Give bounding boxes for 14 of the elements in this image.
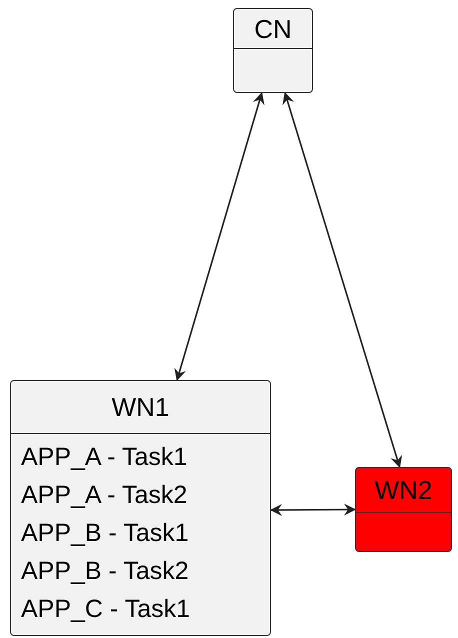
- class-name: CN: [254, 16, 292, 42]
- class-member: APP_B - Task1: [21, 518, 190, 549]
- class-member: APP_A - Task2: [21, 480, 188, 511]
- class-member: APP_A - Task1: [21, 442, 188, 473]
- double-arrow: [270, 504, 356, 516]
- class-name: WN1: [112, 394, 170, 420]
- class-box: [355, 467, 452, 552]
- double-arrow: [174, 92, 264, 381]
- double-arrow: [282, 92, 402, 468]
- class-box: [233, 8, 313, 93]
- class-member: APP_C - Task1: [21, 594, 192, 625]
- class-box: [10, 380, 271, 636]
- class-name: WN2: [374, 477, 432, 503]
- class-member: APP_B - Task2: [21, 556, 190, 587]
